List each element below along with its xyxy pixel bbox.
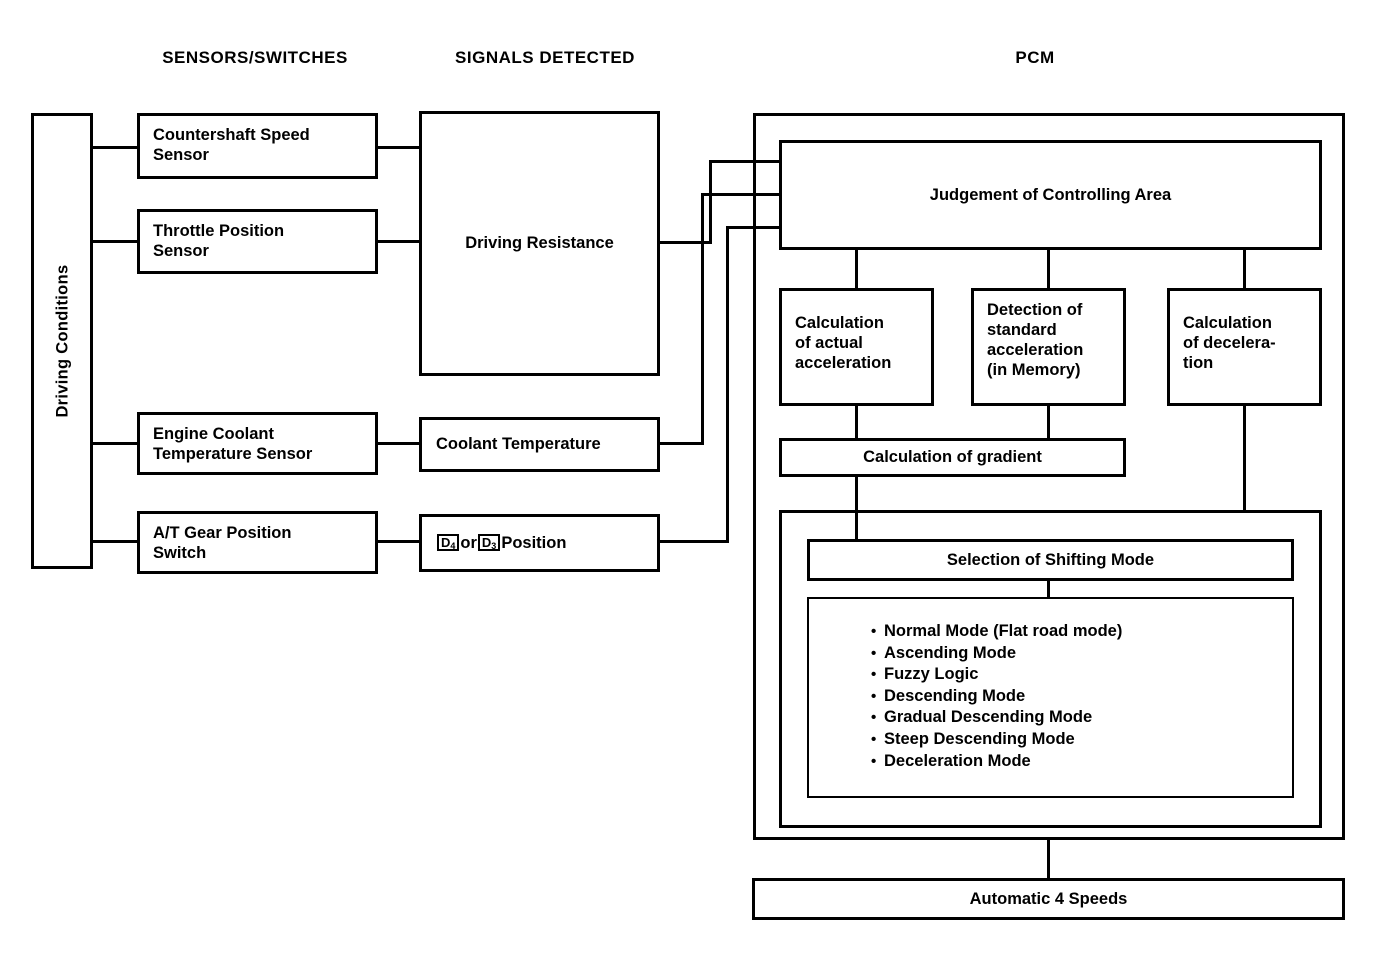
calculation-of-gradient-label: Calculation of gradient bbox=[863, 448, 1042, 467]
connector-judgement-to-calc-actual bbox=[855, 250, 858, 288]
route-dr-h2 bbox=[709, 160, 781, 163]
detection-standard-acceleration-box: Detection of standard acceleration (in M… bbox=[971, 288, 1126, 406]
sensor-box-at-gear-position-switch: A/T Gear Position Switch bbox=[137, 511, 378, 574]
connector-calc-decel-to-shifting-frame bbox=[1243, 406, 1246, 512]
connector-judgement-to-detection bbox=[1047, 250, 1050, 288]
mode-item: Descending Mode bbox=[871, 686, 1292, 708]
route-ct-h2 bbox=[701, 193, 781, 196]
header-sensors-switches: SENSORS/SWITCHES bbox=[162, 48, 348, 67]
shifting-modes-list: Normal Mode (Flat road mode) Ascending M… bbox=[809, 599, 1292, 772]
connector-pcm-to-output bbox=[1047, 840, 1050, 878]
connector-judgement-to-calc-decel bbox=[1243, 250, 1246, 288]
d3-badge-icon: D3 bbox=[477, 533, 501, 551]
connector-sensor1-to-driving-resistance bbox=[378, 146, 422, 149]
sensor-box-engine-coolant-temperature: Engine Coolant Temperature Sensor bbox=[137, 412, 378, 475]
connector-gradient-to-shifting-frame bbox=[855, 477, 858, 512]
calculation-deceleration-label: Calculation of decelera- tion bbox=[1183, 314, 1276, 373]
header-signals-detected: SIGNALS DETECTED bbox=[455, 48, 635, 67]
mode-item: Ascending Mode bbox=[871, 643, 1292, 665]
route-dp-h1 bbox=[660, 540, 729, 543]
signal-box-driving-resistance: Driving Resistance bbox=[419, 111, 660, 376]
mode-item: Fuzzy Logic bbox=[871, 664, 1292, 686]
connector-selection-to-modes bbox=[1047, 581, 1050, 599]
sensor-box-countershaft-speed: Countershaft Speed Sensor bbox=[137, 113, 378, 179]
detection-standard-acceleration-label: Detection of standard acceleration (in M… bbox=[987, 301, 1084, 380]
route-dp-v1 bbox=[726, 226, 729, 543]
connector-frame-to-selection bbox=[855, 512, 858, 540]
driving-conditions-label-wrap: Driving Conditions bbox=[34, 116, 90, 566]
connector-sensor3-to-coolant-temperature bbox=[378, 442, 422, 445]
driving-conditions-label: Driving Conditions bbox=[52, 264, 71, 418]
d-position-suffix-text: Position bbox=[501, 533, 567, 552]
mode-item: Normal Mode (Flat road mode) bbox=[871, 621, 1292, 643]
connector-dc-to-sensor-4 bbox=[93, 540, 139, 543]
calculation-deceleration-box: Calculation of decelera- tion bbox=[1167, 288, 1322, 406]
judgement-of-controlling-area-box: Judgement of Controlling Area bbox=[779, 140, 1322, 250]
pcm-outer-frame bbox=[753, 113, 1345, 840]
calculation-actual-acceleration-label: Calculation of actual acceleration bbox=[795, 314, 892, 373]
selection-of-shifting-mode-label: Selection of Shifting Mode bbox=[946, 550, 1155, 569]
signal-label-d-position: D4 or D3 Position bbox=[422, 517, 657, 569]
automatic-4-speeds-label: Automatic 4 Speeds bbox=[969, 889, 1128, 908]
sensor-label-throttle-position: Throttle Position Sensor bbox=[153, 222, 285, 261]
route-dr-v1 bbox=[709, 160, 712, 244]
automatic-4-speeds-box: Automatic 4 Speeds bbox=[752, 878, 1345, 920]
connector-sensor2-to-driving-resistance bbox=[378, 240, 422, 243]
shifting-modes-box: Normal Mode (Flat road mode) Ascending M… bbox=[807, 597, 1294, 798]
sensor-label-countershaft-speed: Countershaft Speed Sensor bbox=[153, 126, 310, 165]
connector-sensor4-to-d-position bbox=[378, 540, 422, 543]
connector-dc-to-sensor-2 bbox=[93, 240, 139, 243]
connector-calc-actual-to-gradient bbox=[855, 406, 858, 438]
selection-of-shifting-mode-box: Selection of Shifting Mode bbox=[807, 539, 1294, 581]
d-position-mid-text: or bbox=[460, 533, 477, 552]
judgement-label: Judgement of Controlling Area bbox=[929, 185, 1172, 204]
route-ct-v1 bbox=[701, 193, 704, 445]
calculation-actual-acceleration-box: Calculation of actual acceleration bbox=[779, 288, 934, 406]
connector-dc-to-sensor-3 bbox=[93, 442, 139, 445]
header-pcm: PCM bbox=[1015, 48, 1055, 67]
signal-box-coolant-temperature: Coolant Temperature bbox=[419, 417, 660, 472]
d4-badge-icon: D4 bbox=[437, 533, 460, 551]
mode-item: Deceleration Mode bbox=[871, 751, 1292, 773]
mode-item: Gradual Descending Mode bbox=[871, 707, 1292, 729]
sensor-box-throttle-position: Throttle Position Sensor bbox=[137, 209, 378, 274]
mode-item: Steep Descending Mode bbox=[871, 729, 1292, 751]
shifting-mode-frame bbox=[779, 510, 1322, 828]
sensor-label-at-gear-position-switch: A/T Gear Position Switch bbox=[153, 524, 292, 563]
calculation-of-gradient-box: Calculation of gradient bbox=[779, 438, 1126, 477]
sensor-label-engine-coolant-temperature: Engine Coolant Temperature Sensor bbox=[153, 425, 313, 464]
route-ct-h1 bbox=[660, 442, 704, 445]
connector-dc-to-sensor-1 bbox=[93, 146, 139, 149]
signal-box-d-position: D4 or D3 Position bbox=[419, 514, 660, 572]
signal-label-coolant-temperature: Coolant Temperature bbox=[436, 435, 601, 454]
driving-conditions-box: Driving Conditions bbox=[31, 113, 93, 569]
route-dr-h1 bbox=[660, 241, 712, 244]
connector-detection-to-gradient bbox=[1047, 406, 1050, 438]
signal-label-driving-resistance: Driving Resistance bbox=[465, 234, 614, 253]
